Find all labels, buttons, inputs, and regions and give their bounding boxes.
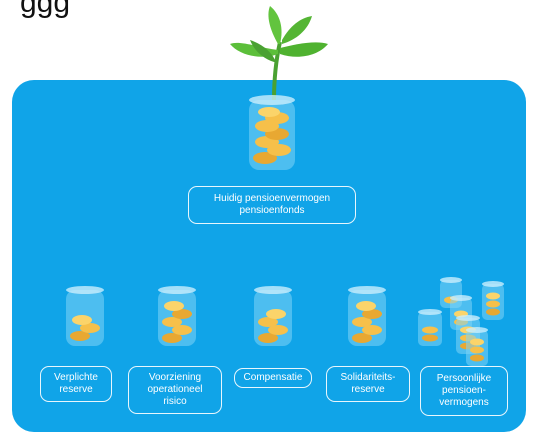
node-label-compensatie: Compensatie [234, 368, 312, 388]
plant-icon [230, 6, 328, 100]
main-jar-icon [243, 90, 301, 172]
node-label-solidariteits-reserve: Solidariteits- reserve [326, 366, 410, 402]
node-label-voorziening-operationeel-risico: Voorziening operationeel risico [128, 366, 222, 414]
jar-icon [250, 282, 296, 348]
header-text-fragment: ggg [20, 0, 71, 19]
node-label-persoonlijke-pensioenvermogens: Persoonlijke pensioen- vermogens [420, 366, 508, 416]
jar-icon [62, 282, 108, 348]
jar-icon [344, 282, 390, 348]
node-label-verplichte-reserve: Verplichte reserve [40, 366, 112, 402]
main-node-label: Huidig pensioenvermogen pensioenfonds [188, 186, 356, 224]
small-jars-cluster-icon [414, 276, 514, 368]
jar-icon [154, 282, 200, 348]
